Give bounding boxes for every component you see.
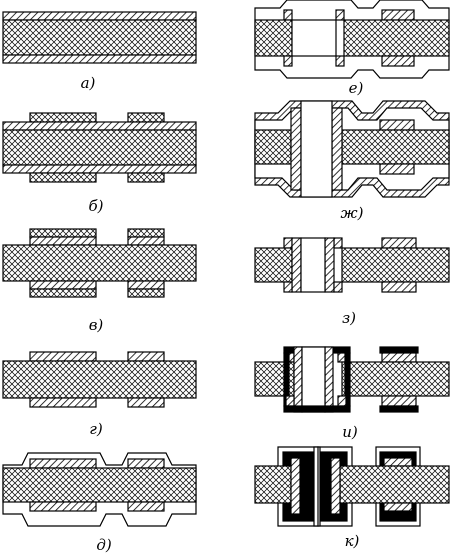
dielectric-core	[2, 19, 197, 56]
dielectric-core	[2, 244, 197, 282]
diagram-z	[254, 237, 450, 293]
via-wall-left	[291, 237, 302, 293]
diagram-d	[2, 452, 197, 527]
copper-bottom	[2, 164, 197, 174]
resist-bottom-2	[127, 288, 165, 298]
copper-pad-top	[383, 457, 413, 467]
copper-top-1	[29, 351, 97, 362]
copper-bottom-1	[29, 280, 97, 290]
dielectric-core	[2, 360, 197, 399]
via-wall-right	[324, 346, 334, 413]
diagram-i	[254, 346, 450, 413]
resist-bottom-via	[283, 405, 351, 413]
copper-bottom-2	[127, 280, 165, 290]
copper-bottom-right	[335, 55, 345, 67]
hole	[291, 19, 337, 57]
diagram-e	[254, 0, 450, 79]
via-wall-left	[290, 107, 302, 191]
resist-bottom-1	[29, 172, 97, 183]
resist-top-pad	[379, 346, 419, 354]
copper-bottom-2	[127, 397, 165, 408]
copper-top-pad	[381, 9, 415, 21]
dielectric-left	[254, 465, 292, 504]
resist-bottom-pad	[379, 405, 419, 413]
copper-top-2	[127, 236, 165, 246]
copper-bottom-1	[29, 397, 97, 408]
copper-bottom	[2, 54, 197, 64]
copper-top-left	[283, 9, 293, 21]
label-a: а)	[81, 74, 96, 92]
copper-top-left	[283, 237, 293, 249]
label-e: е)	[349, 79, 364, 97]
label-z: з)	[342, 309, 356, 327]
label-b: б)	[88, 197, 103, 215]
label-zh: ж)	[341, 204, 364, 222]
via-wall-right	[324, 237, 335, 293]
copper-pad-top	[381, 237, 417, 249]
copper-bottom-1	[29, 501, 97, 512]
dielectric-right	[341, 247, 450, 283]
copper-bottom-right	[333, 281, 343, 293]
dielectric-right	[341, 129, 450, 165]
resist-top-2	[127, 228, 165, 238]
label-k: к)	[345, 532, 360, 550]
copper-bottom-pad	[381, 55, 415, 67]
copper-top-1	[29, 458, 97, 469]
diagram-zh	[254, 100, 450, 198]
resist-bottom-2	[127, 172, 165, 183]
copper-top	[2, 121, 197, 131]
diagram-g	[2, 351, 197, 408]
via-wall-right	[331, 107, 343, 191]
diagram-a	[2, 11, 197, 64]
copper-bottom-left	[285, 395, 295, 407]
dielectric-core	[2, 129, 197, 166]
copper-top-right	[335, 9, 345, 21]
resist-top-1	[29, 228, 97, 238]
via-hole	[300, 237, 326, 293]
copper-pad-bottom	[381, 281, 417, 293]
label-v: в)	[89, 316, 104, 334]
resist-top-2	[127, 112, 165, 123]
copper-top-2	[127, 351, 165, 362]
label-g: г)	[89, 420, 103, 438]
dielectric-core	[2, 467, 197, 503]
copper-bottom-left	[283, 281, 293, 293]
dielectric-right	[339, 465, 450, 504]
copper-top-1	[29, 236, 97, 246]
copper-pad-bottom	[381, 395, 417, 407]
via-hole	[300, 100, 333, 198]
via-wall-right	[330, 457, 341, 515]
copper-pad-bottom	[379, 163, 415, 175]
resist-bottom-1	[29, 288, 97, 298]
diagram-v	[2, 228, 197, 298]
diagram-b	[2, 112, 197, 183]
copper-bottom-left	[283, 55, 293, 67]
dielectric-right	[341, 361, 450, 397]
copper-top	[2, 11, 197, 21]
label-i: и)	[342, 423, 358, 441]
resist-top-1	[29, 112, 97, 123]
via-wall-left	[290, 457, 301, 515]
copper-top-2	[127, 458, 165, 469]
copper-pad-top	[379, 119, 415, 131]
label-d: д)	[96, 536, 112, 554]
copper-pad-bottom	[383, 502, 413, 512]
copper-bottom-2	[127, 501, 165, 512]
via-wall-left	[293, 346, 303, 413]
dielectric-left	[254, 129, 292, 165]
dielectric-right	[343, 19, 450, 57]
diagram-k	[254, 446, 450, 527]
copper-pad-top	[381, 352, 417, 363]
via-hole	[301, 346, 326, 413]
dielectric-left	[254, 19, 293, 57]
copper-top-right	[333, 237, 343, 249]
dielectric-left	[254, 247, 293, 283]
copper-bottom-right	[337, 395, 347, 407]
via-hole	[317, 446, 321, 527]
